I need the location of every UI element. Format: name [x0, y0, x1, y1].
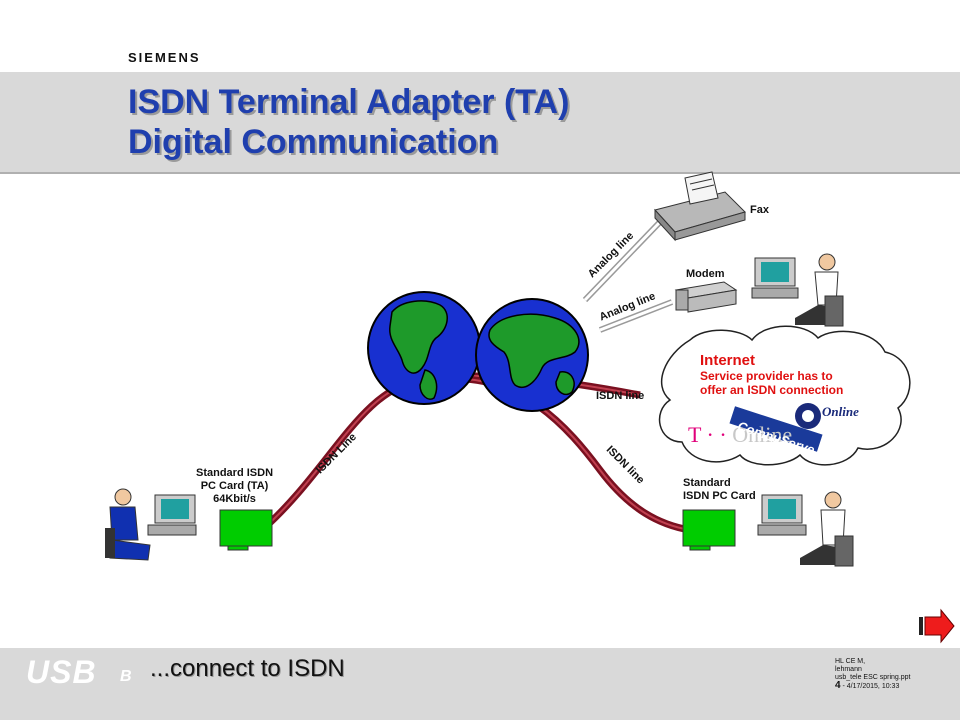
- cloud-title: Internet: [700, 352, 756, 369]
- analog-line-2-inner: [599, 300, 673, 332]
- slide-meta: HL CE M, lehmann usb_tele ESC spring.ppt…: [835, 658, 911, 691]
- meta-date: - 4/17/2015, 10:33: [840, 683, 900, 690]
- isdn-line-right-top-label: ISDN line: [596, 390, 645, 402]
- globe-americas-icon: [367, 291, 481, 405]
- right-device-label-2: ISDN PC Card: [683, 490, 756, 502]
- next-arrow-icon: [919, 608, 955, 644]
- user-workstation-left-icon: [105, 488, 197, 561]
- tonline-t: T: [688, 422, 702, 447]
- internet-cloud-icon: [658, 325, 911, 466]
- page-title: ISDN Terminal Adapter (TA) Digital Commu…: [128, 82, 569, 162]
- title-band: [0, 72, 960, 174]
- page-number: 4: [835, 680, 841, 691]
- fax-machine-icon: [654, 171, 746, 242]
- left-device-label-1: Standard ISDN: [196, 467, 274, 479]
- tonline-logo: T · · Online: [688, 422, 793, 447]
- right-device-label: Standard ISDN PC Card: [683, 477, 756, 503]
- meta-line-1: HL CE M,: [835, 658, 866, 665]
- usb-logo-main: USB: [26, 654, 97, 690]
- compuserve-logo-icon: [729, 406, 823, 452]
- usb-logo-suffix: B: [120, 668, 132, 685]
- meta-line-3: usb_tele ESC spring.ppt: [835, 674, 911, 681]
- fax-label: Fax: [750, 204, 769, 216]
- next-slide-button[interactable]: [916, 606, 958, 646]
- modem-icon: [674, 281, 738, 313]
- title-line-2: Digital Communication: [128, 123, 499, 161]
- isdn-line-right: [439, 375, 691, 534]
- left-device-label-2: PC Card (TA): [200, 480, 269, 492]
- aol-logo-text: Online: [822, 404, 859, 419]
- cloud-caption: Internet Service provider has to offer a…: [700, 352, 843, 397]
- user-workstation-right-bottom-icon: [757, 491, 854, 567]
- title-line-1: ISDN Terminal Adapter (TA): [128, 83, 570, 121]
- brand-logo: SIEMENS: [128, 50, 201, 65]
- footer-caption: ...connect to ISDN: [150, 655, 345, 682]
- left-device-label: Standard ISDN PC Card (TA) 64Kbit/s: [196, 467, 273, 506]
- right-device-label-1: Standard: [683, 477, 731, 489]
- isdn-card-right-icon: [682, 509, 736, 551]
- meta-line-2: lehmann: [835, 666, 862, 673]
- isdn-line-right-hl: [439, 377, 691, 531]
- globe-eurasia-icon: [475, 298, 589, 412]
- analog-line-1-inner: [583, 220, 662, 302]
- tonline-text: Online: [732, 422, 793, 447]
- user-workstation-right-top-icon: [751, 253, 844, 327]
- isdn-card-left-icon: [219, 509, 273, 551]
- modem-label: Modem: [686, 268, 725, 280]
- cloud-sub-1: Service provider has to: [700, 369, 833, 383]
- footer-band: [0, 648, 960, 720]
- left-device-label-3: 64Kbit/s: [213, 493, 256, 505]
- cloud-sub-2: offer an ISDN connection: [700, 383, 844, 397]
- aol-logo-icon: [795, 403, 821, 429]
- usb-logo-text: USB: [26, 654, 97, 691]
